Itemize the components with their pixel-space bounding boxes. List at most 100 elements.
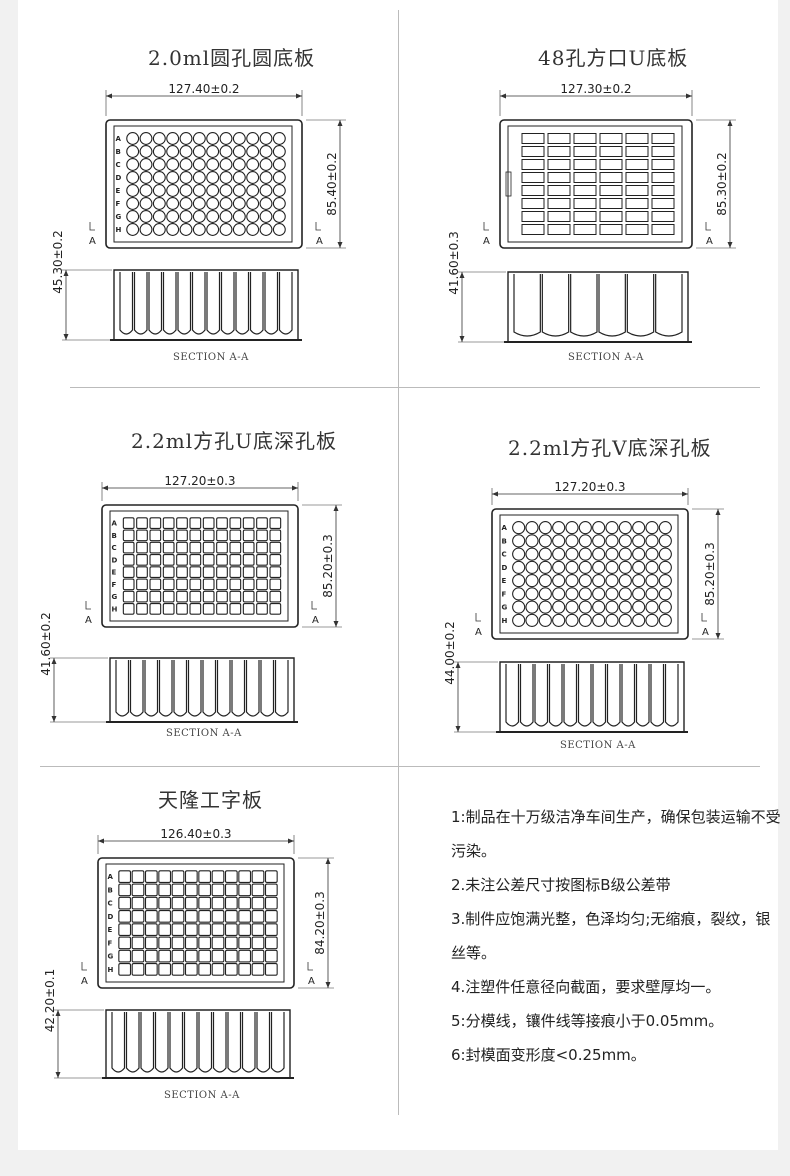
dim-arrow <box>333 505 339 511</box>
well <box>565 574 579 588</box>
well <box>152 197 166 210</box>
well <box>632 574 646 588</box>
section-label-3: SECTION A-A <box>166 728 242 739</box>
well <box>176 578 188 591</box>
well <box>232 145 246 158</box>
well <box>618 613 632 627</box>
well <box>259 171 273 184</box>
well <box>149 529 162 542</box>
plate-top-view <box>105 119 303 249</box>
well <box>525 547 539 561</box>
section-well <box>621 664 636 727</box>
well <box>139 158 153 171</box>
cut-label-right: A <box>308 976 315 987</box>
section-well <box>212 1012 227 1073</box>
well <box>184 883 198 897</box>
well <box>192 171 206 184</box>
well <box>216 553 228 566</box>
dim-arrow <box>715 633 721 639</box>
well <box>632 613 646 627</box>
well <box>206 145 220 158</box>
well <box>259 210 273 223</box>
well <box>184 962 198 976</box>
well <box>158 936 172 950</box>
well <box>547 146 571 157</box>
well <box>171 883 185 897</box>
well <box>192 145 206 158</box>
dim-arrow <box>292 485 298 491</box>
well <box>242 590 255 603</box>
section-well <box>115 660 130 717</box>
well <box>162 578 175 591</box>
well <box>192 197 206 210</box>
well <box>573 172 597 183</box>
well <box>578 613 592 627</box>
well <box>592 521 606 535</box>
well <box>625 198 649 209</box>
cut-marker <box>475 613 481 622</box>
well <box>259 132 273 145</box>
well <box>184 936 198 950</box>
well <box>211 923 225 936</box>
dim-arrow <box>337 120 343 126</box>
well <box>632 547 646 561</box>
section-well <box>191 272 206 335</box>
well <box>176 517 188 529</box>
plate-top-view <box>101 504 299 628</box>
well <box>578 547 592 561</box>
well <box>552 587 566 601</box>
section-well <box>206 272 221 335</box>
well <box>144 962 158 976</box>
panel-title-4: 2.2ml方孔V底深孔板 <box>508 436 712 460</box>
well <box>131 896 145 910</box>
section-well <box>202 660 217 717</box>
well <box>232 158 246 171</box>
well <box>118 936 132 950</box>
well <box>162 529 175 542</box>
section-well <box>592 664 607 727</box>
well <box>565 547 579 561</box>
well <box>232 223 246 236</box>
section-label-5: SECTION A-A <box>164 1090 240 1101</box>
well <box>246 184 260 197</box>
well <box>136 578 148 591</box>
well <box>269 578 282 591</box>
well <box>149 602 162 615</box>
well <box>658 587 672 601</box>
well <box>525 600 539 614</box>
well <box>645 587 659 601</box>
row-label: C <box>502 551 507 559</box>
well <box>264 870 278 883</box>
well <box>179 132 193 145</box>
well <box>149 517 162 529</box>
well <box>632 521 646 535</box>
well <box>512 587 526 601</box>
well <box>162 590 175 603</box>
cut-marker <box>315 222 321 231</box>
row-label: D <box>112 556 118 564</box>
dim-arrow <box>63 270 69 276</box>
cut-marker <box>307 962 313 971</box>
section-well <box>548 664 563 727</box>
well <box>573 224 597 235</box>
well <box>144 936 158 950</box>
well <box>139 145 153 158</box>
row-label: B <box>116 148 121 156</box>
well <box>189 541 202 554</box>
cut-marker <box>81 962 87 971</box>
row-label: E <box>502 577 507 585</box>
cut-marker <box>85 601 91 610</box>
well <box>246 210 260 223</box>
section-label-4: SECTION A-A <box>560 740 636 751</box>
well <box>171 870 185 883</box>
section-well <box>154 1012 169 1073</box>
dim-arrow <box>55 1010 61 1016</box>
well <box>645 547 659 561</box>
well <box>144 896 158 910</box>
well <box>229 553 242 566</box>
cut-marker <box>705 222 711 231</box>
well <box>272 223 286 236</box>
section-view <box>507 271 689 343</box>
well <box>136 602 148 615</box>
